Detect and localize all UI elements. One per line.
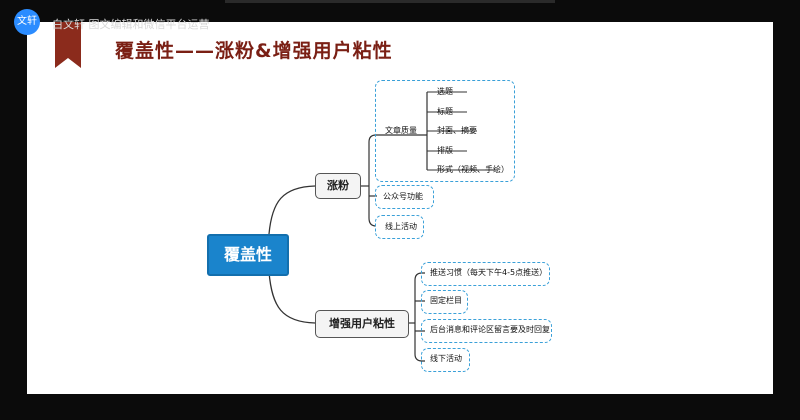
node-offline-activity: 线下活动 [430, 354, 462, 363]
account-function-group [375, 185, 434, 209]
article-quality-group [375, 80, 515, 182]
mindmap-root-node: 覆盖性 [207, 234, 289, 276]
node-push-habit: 推送习惯（每天下午4-5点推送） [430, 268, 548, 277]
node-account-function: 公众号功能 [383, 192, 423, 201]
screen-share-handle [225, 0, 555, 3]
node-timely-reply: 后台消息和评论区留言要及时回复 [430, 325, 550, 334]
node-online-activity: 线上活动 [385, 222, 417, 231]
bookmark-ribbon-icon [55, 22, 81, 68]
branch-node-zhangfen: 涨粉 [315, 173, 361, 199]
session-title: 白文轩 图文编辑和微信平台运营 [52, 18, 210, 31]
window-top-bar [0, 0, 800, 22]
node-topic: 选题 [437, 87, 453, 96]
app-avatar-icon[interactable]: 文轩 [14, 9, 40, 35]
slide-title: 覆盖性——涨粉&增强用户粘性 [115, 40, 393, 62]
node-format: 形式（视频、手绘） [437, 165, 509, 174]
node-headline: 标题 [437, 107, 453, 116]
online-activity-group [375, 215, 424, 239]
presentation-slide: 覆盖性——涨粉&增强用户粘性 覆盖性 涨粉 增强用户粘性 文章质量 选题 标题 … [27, 22, 773, 394]
node-layout: 排版 [437, 146, 453, 155]
node-article-quality: 文章质量 [385, 126, 417, 135]
branch-node-stickiness: 增强用户粘性 [315, 310, 409, 338]
push-habit-group [421, 262, 550, 286]
fixed-column-group [421, 290, 468, 314]
node-fixed-column: 固定栏目 [430, 296, 462, 305]
reply-group [421, 319, 552, 343]
node-cover-summary: 封面、摘要 [437, 126, 477, 135]
offline-activity-group [421, 348, 470, 372]
